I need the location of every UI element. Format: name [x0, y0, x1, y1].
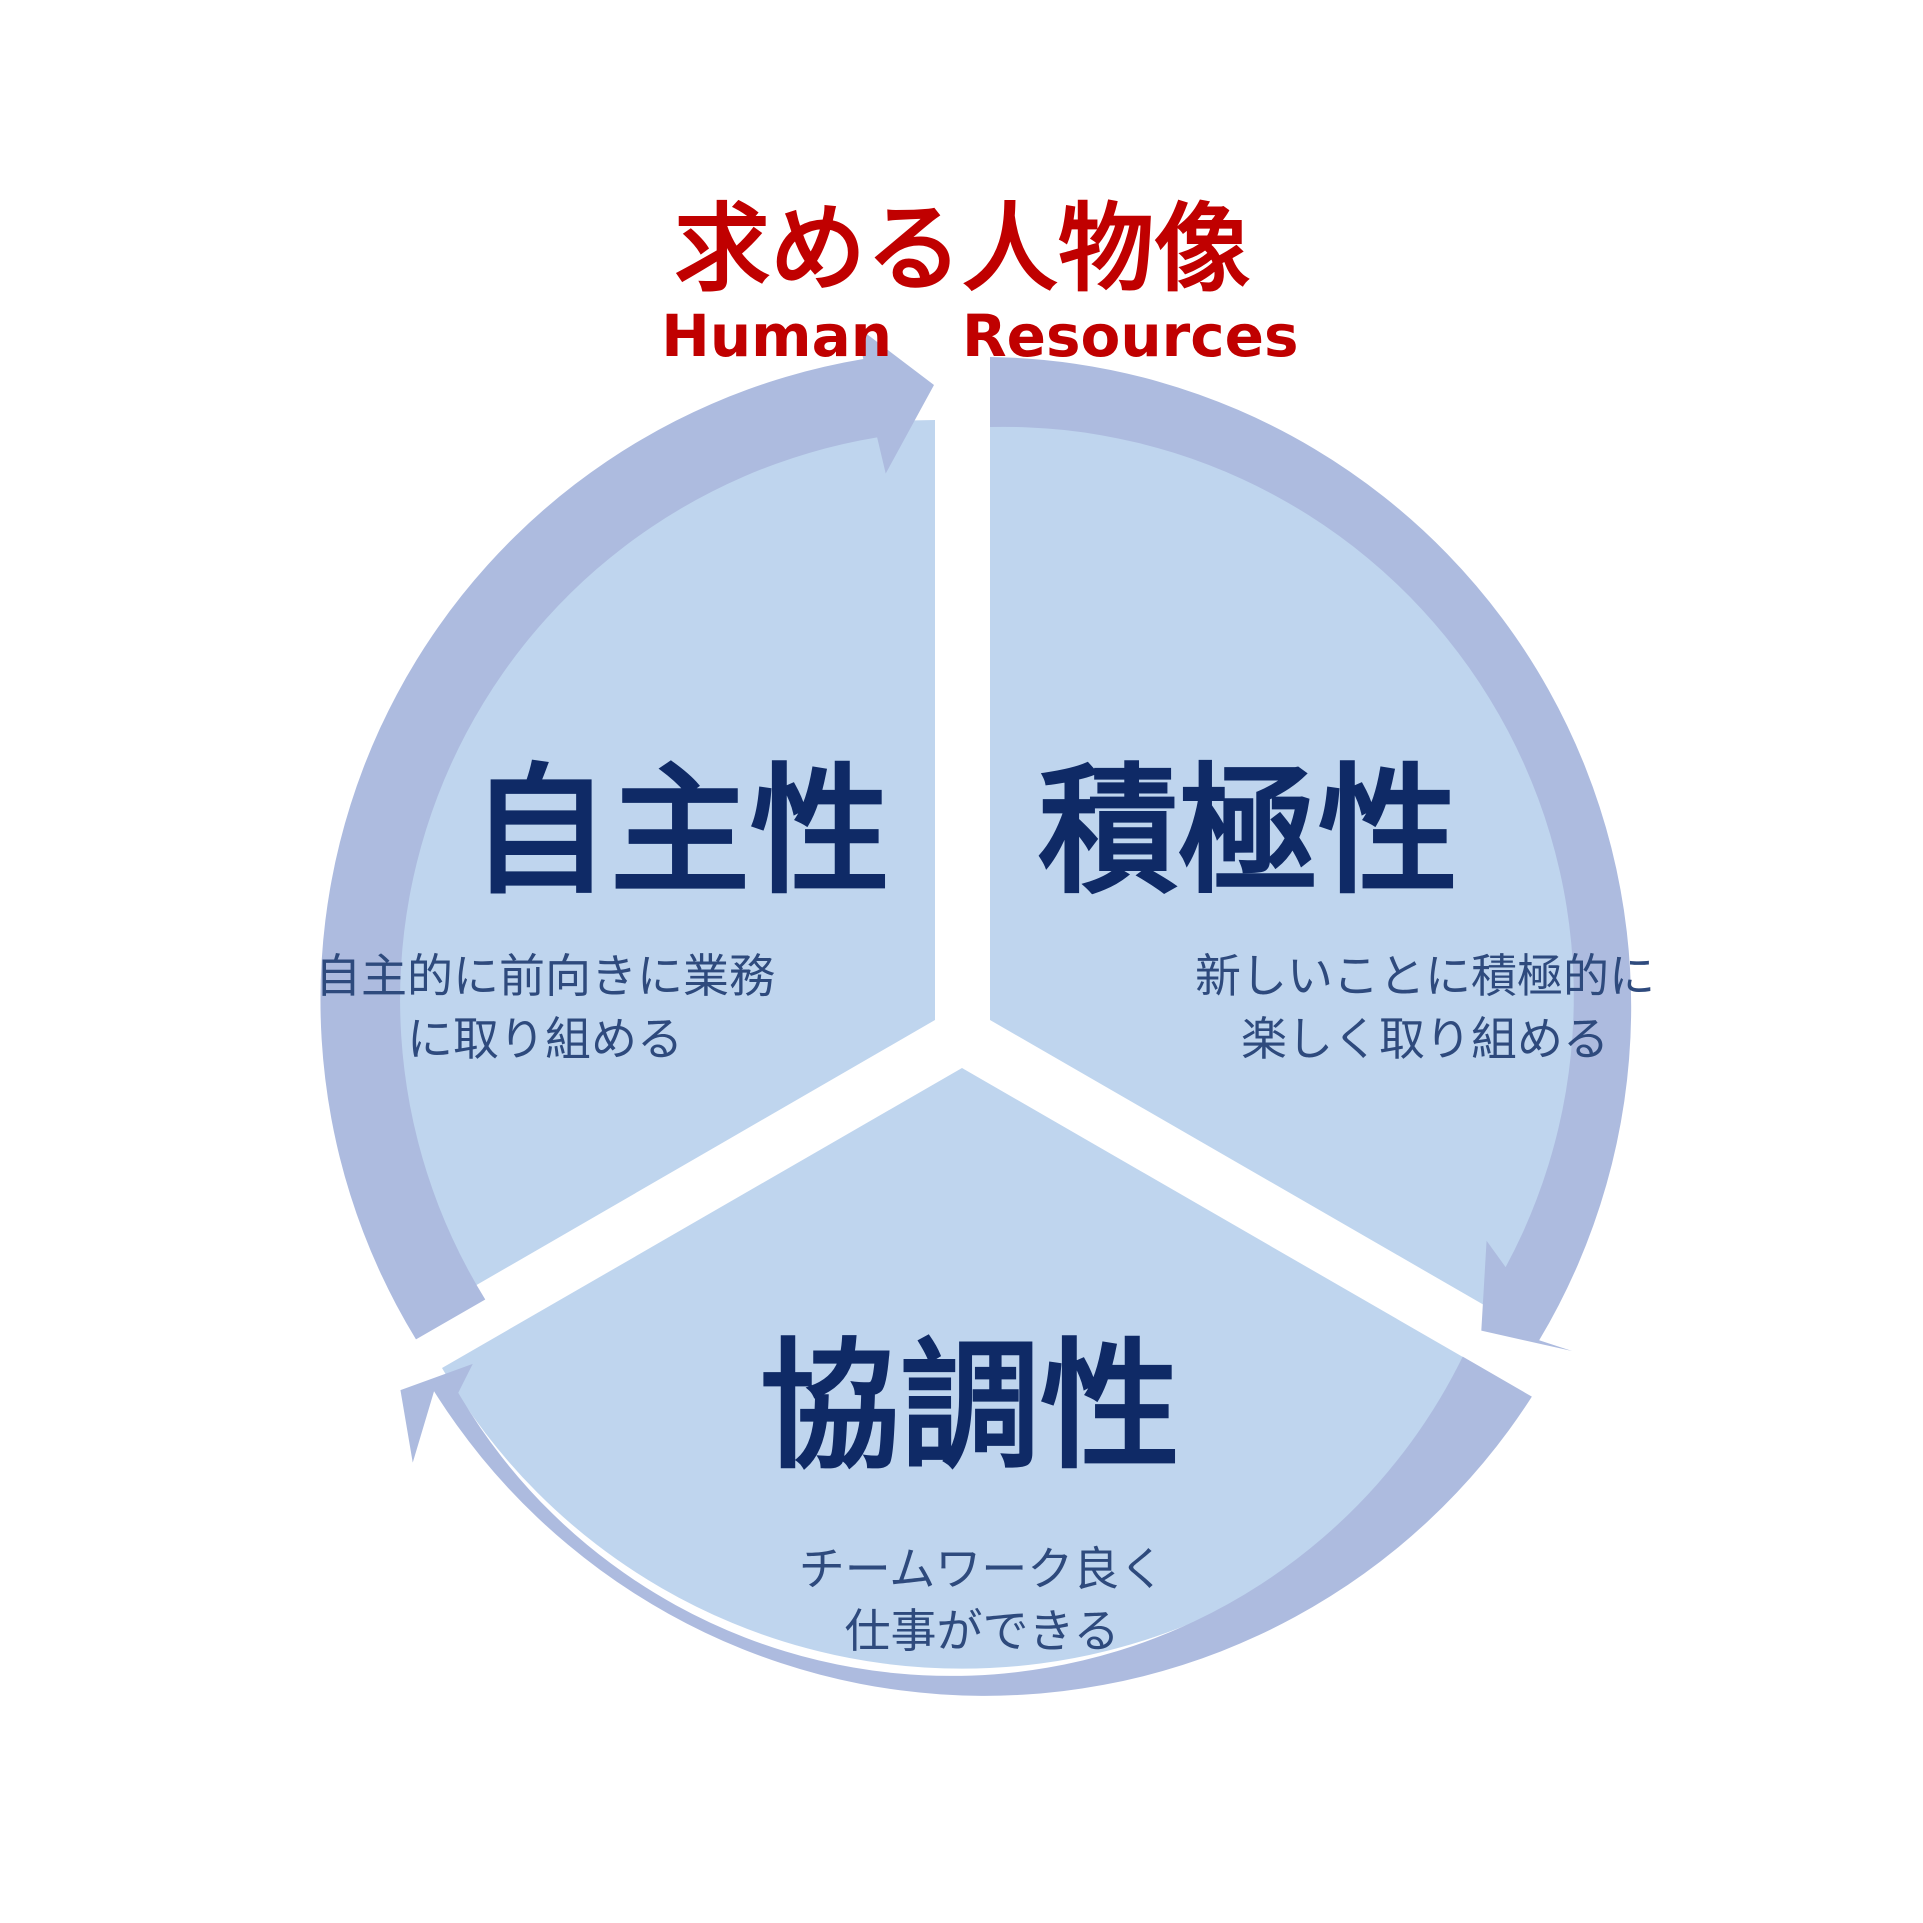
- segment-fill-sekkyokusei: [990, 419, 1591, 1320]
- segment-desc-line: に取り組める: [407, 1012, 683, 1066]
- segment-heading: 自主性: [470, 751, 890, 914]
- arrow-ring-right: [990, 357, 1632, 1352]
- segment-jishusei: 自主性 自主的に前向きに業務 に取り組める: [315, 751, 890, 1066]
- cycle-arrows: [320, 325, 1632, 1696]
- segment-kyouchousei: 協調性 チームワーク良く 仕事ができる: [760, 1326, 1180, 1658]
- title-sub-resources: Resources: [962, 302, 1299, 370]
- title-sub-human: Human: [661, 302, 892, 370]
- segment-fill-kyouchousei: [442, 1068, 1482, 1669]
- segment-sekkyokusei: 積極性 新しいことに積極的に 楽しく取り組める: [1038, 751, 1655, 1066]
- arrow-ring-left: [320, 325, 934, 1340]
- segment-desc-line: 楽しく取り組める: [1241, 1012, 1609, 1066]
- segment-desc-line: 自主的に前向きに業務: [315, 949, 775, 1003]
- segment-heading: 積極性: [1038, 751, 1458, 914]
- title-main: 求める人物像: [674, 193, 1250, 305]
- segment-fills: [335, 419, 1591, 1669]
- arrow-ring-bottom: [400, 1356, 1532, 1696]
- segment-heading: 協調性: [760, 1326, 1180, 1489]
- diagram-title: 求める人物像 Human Resources: [661, 193, 1298, 370]
- segment-desc-line: 仕事ができる: [844, 1604, 1119, 1658]
- segment-desc-line: 新しいことに積極的に: [1195, 949, 1655, 1003]
- segment-desc-line: チームワーク良く: [799, 1542, 1166, 1596]
